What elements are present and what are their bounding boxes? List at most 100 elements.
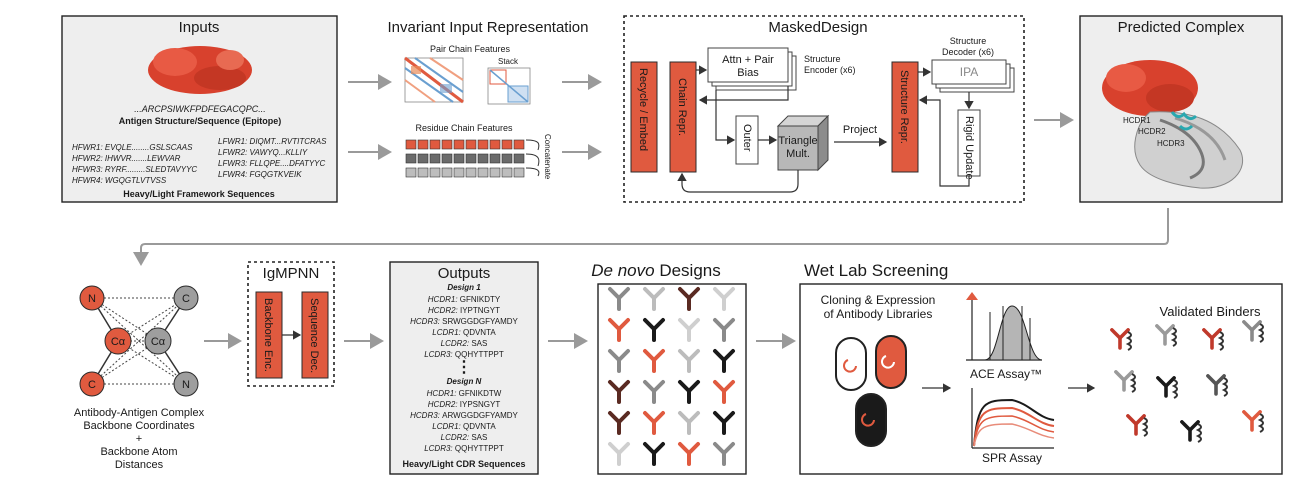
validated-title: Validated Binders <box>1160 304 1261 319</box>
representation-section: Invariant Input Representation Pair Chai… <box>388 19 589 180</box>
design1-cdr-line: HCDR3: SRWGGDGFYAMDY <box>410 317 518 326</box>
cdr-sequence: IYPTNGYT <box>460 306 500 315</box>
antibody-icon <box>678 349 700 373</box>
designN-title: Design N <box>447 377 482 386</box>
ipa-label: IPA <box>960 65 978 79</box>
antigen-sequence: ...ARCPSIWKFPDFEGACQPC... <box>134 104 266 114</box>
atom-c-left <box>79 371 105 397</box>
residue-cell <box>429 167 441 178</box>
residue-cell <box>453 153 465 164</box>
concatenate-bracket <box>525 139 540 177</box>
antibody-icon <box>1206 374 1226 396</box>
recycle-embed-label: Recycle / Embed <box>637 68 649 151</box>
attn-label-2: Bias <box>737 67 759 79</box>
design1-lines: HCDR1: GFNIKDTY HCDR2: IYPTNGYT HCDR3: SRW… <box>410 295 518 359</box>
residue-cell <box>453 139 465 150</box>
cdr-sequence: QQHYTTPPT <box>455 350 504 359</box>
residue-cell <box>465 153 477 164</box>
pair-features-label: Pair Chain Features <box>430 44 511 54</box>
residue-cell <box>489 153 501 164</box>
rigid-update-label: Rigid Update <box>963 116 975 180</box>
designN-cdr-line: LCDR1: QDVNTA <box>432 422 496 431</box>
chain-repr-label: Chain Repr. <box>676 78 688 136</box>
chain-repr-block <box>669 61 697 173</box>
antibody-icon <box>643 411 665 435</box>
cdr-name: HCDR1: <box>428 295 460 304</box>
validated-binder-icon <box>1126 414 1148 437</box>
residue-cell <box>465 139 477 150</box>
antibody-icon <box>608 411 630 435</box>
cdr-sequence: QDVNTA <box>463 422 496 431</box>
antibody-icon <box>713 411 735 435</box>
backbone-caption-5: Distances <box>115 459 164 471</box>
backbone-caption-1: Antibody-Antigen Complex <box>74 407 205 419</box>
light-fwr-2: LFWR2: VAWYQ...KLLIY <box>218 148 308 157</box>
residue-cell <box>417 139 429 150</box>
antibody-icon <box>608 287 630 311</box>
antibody-icon <box>1155 324 1175 346</box>
antibody-icon <box>643 442 665 466</box>
light-fwr-4: LFWR4: FGQGTKVEIK <box>218 170 302 179</box>
cloning-label-2: of Antibody Libraries <box>824 307 933 321</box>
encoder-label-1: Structure <box>804 54 841 64</box>
hcdr3-label: HCDR3 <box>1157 139 1185 148</box>
attn-label-1: Attn + Pair <box>722 54 774 66</box>
design1-cdr-line: LCDR1: QDVNTA <box>432 328 496 337</box>
atom-ca-right-label: Cα <box>151 336 166 348</box>
validated-binder-icon <box>1242 320 1264 343</box>
heavy-fwr-1: HFWR1: EVQLE........GSLSCAAS <box>72 143 193 152</box>
antibody-icon <box>713 349 735 373</box>
validated-binder-icon <box>1206 374 1228 397</box>
complex-structure-icon <box>1102 60 1243 189</box>
cdr-name: HCDR3: <box>410 411 442 420</box>
antibody-icon <box>713 318 735 342</box>
cdr-sequence: QDVNTA <box>463 328 496 337</box>
decoder-label-1: Structure <box>950 36 987 46</box>
spr-assay-plot <box>971 388 1055 449</box>
project-label: Project <box>843 124 877 136</box>
antibody-icon <box>713 287 735 311</box>
decoder-label-2: Decoder (x6) <box>942 47 994 57</box>
residue-cell <box>441 139 453 150</box>
antibody-icon <box>713 442 735 466</box>
arrow-predicted-backbone <box>133 208 1169 266</box>
designN-cdr-line: HCDR3: ARWGGDGFYAMDY <box>410 411 518 420</box>
cdr-sequence: IYPSNGYT <box>460 400 501 409</box>
antibody-grid <box>608 287 735 466</box>
validated-binder-icon <box>1180 420 1202 443</box>
inputs-title: Inputs <box>179 19 220 36</box>
residue-cell <box>429 139 441 150</box>
antibody-icon <box>608 349 630 373</box>
design1-cdr-line: LCDR2: SAS <box>441 339 488 348</box>
antibody-icon <box>713 380 735 404</box>
representation-title: Invariant Input Representation <box>388 19 589 36</box>
atom-ca-right <box>144 327 172 355</box>
sequence-dec-label: Sequence Dec. <box>308 298 320 373</box>
residue-cell <box>501 167 513 178</box>
cdr-name: HCDR2: <box>428 306 460 315</box>
antibody-icon <box>1180 420 1200 442</box>
recycle-embed-block <box>630 61 658 173</box>
residue-cell <box>489 139 501 150</box>
outputs-caption: Heavy/Light CDR Sequences <box>402 459 525 469</box>
designN-cdr-line: HCDR2: IYPSNGYT <box>428 400 501 409</box>
antibody-icon <box>643 318 665 342</box>
denovo-title: De novo Designs <box>591 261 720 280</box>
residue-features-label: Residue Chain Features <box>415 123 513 133</box>
design1-cdr-line: HCDR1: GFNIKDTY <box>428 295 501 304</box>
antibody-icon <box>1110 328 1130 350</box>
sequence-dec-block <box>301 291 329 379</box>
antibody-icon <box>1126 414 1146 436</box>
loop-rigid-back <box>918 95 970 187</box>
inputs-panel: Inputs ...ARCPSIWKFPDFEGACQPC... Antigen… <box>61 15 338 203</box>
validated-binder-icon <box>1202 328 1224 351</box>
cell-white-icon <box>835 337 867 391</box>
validated-binder-icon <box>1242 410 1264 433</box>
concatenate-label: Concatenate <box>543 134 552 180</box>
arrow-attn-outer <box>715 90 736 145</box>
atom-c-right-top <box>173 285 199 311</box>
atom-c-left-label: C <box>88 379 96 391</box>
antibody-icon <box>643 349 665 373</box>
